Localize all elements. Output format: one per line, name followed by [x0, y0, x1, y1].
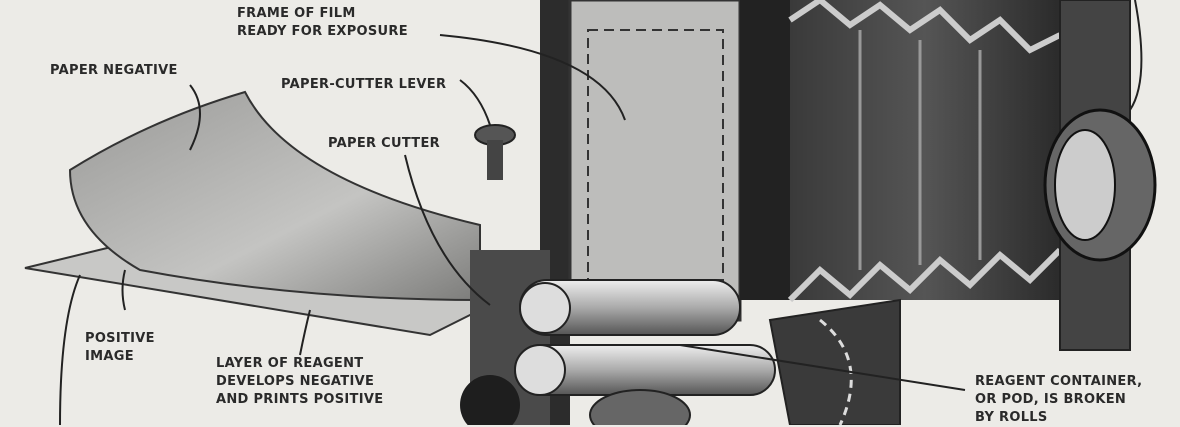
label-paper-negative: PAPER NEGATIVE — [50, 63, 178, 78]
label-reagent-layer: LAYER OF REAGENT DEVELOPS NEGATIVE AND PRI… — [216, 355, 383, 409]
bellows — [787, 0, 1063, 303]
label-line: FRAME OF FILM — [237, 6, 356, 21]
rollers — [460, 279, 776, 425]
label-line: OR POD, IS BROKEN — [975, 392, 1127, 407]
label-positive-image: POSITIVE IMAGE — [85, 330, 155, 366]
label-line: IMAGE — [85, 349, 134, 364]
label-line: LAYER OF REAGENT — [216, 356, 364, 371]
label-reagent-container: REAGENT CONTAINER, OR POD, IS BROKEN BY RO… — [975, 373, 1142, 427]
label-paper-cutter: PAPER CUTTER — [328, 136, 440, 151]
label-line: REAGENT CONTAINER, — [975, 374, 1143, 389]
label-line: BY ROLLS — [975, 410, 1048, 425]
pod-housing — [768, 298, 901, 425]
label-line: DEVELOPS NEGATIVE — [216, 374, 375, 389]
label-line: POSITIVE — [85, 331, 155, 346]
leader-lines — [59, 0, 1143, 425]
label-frame-of-film: FRAME OF FILM READY FOR EXPOSURE — [237, 5, 408, 41]
lens-board — [1043, 0, 1157, 351]
label-paper-cutter-lever: PAPER-CUTTER LEVER — [281, 77, 447, 92]
label-line: AND PRINTS POSITIVE — [216, 392, 384, 407]
label-line: READY FOR EXPOSURE — [237, 24, 408, 39]
paper-cutter-lever — [474, 124, 516, 180]
